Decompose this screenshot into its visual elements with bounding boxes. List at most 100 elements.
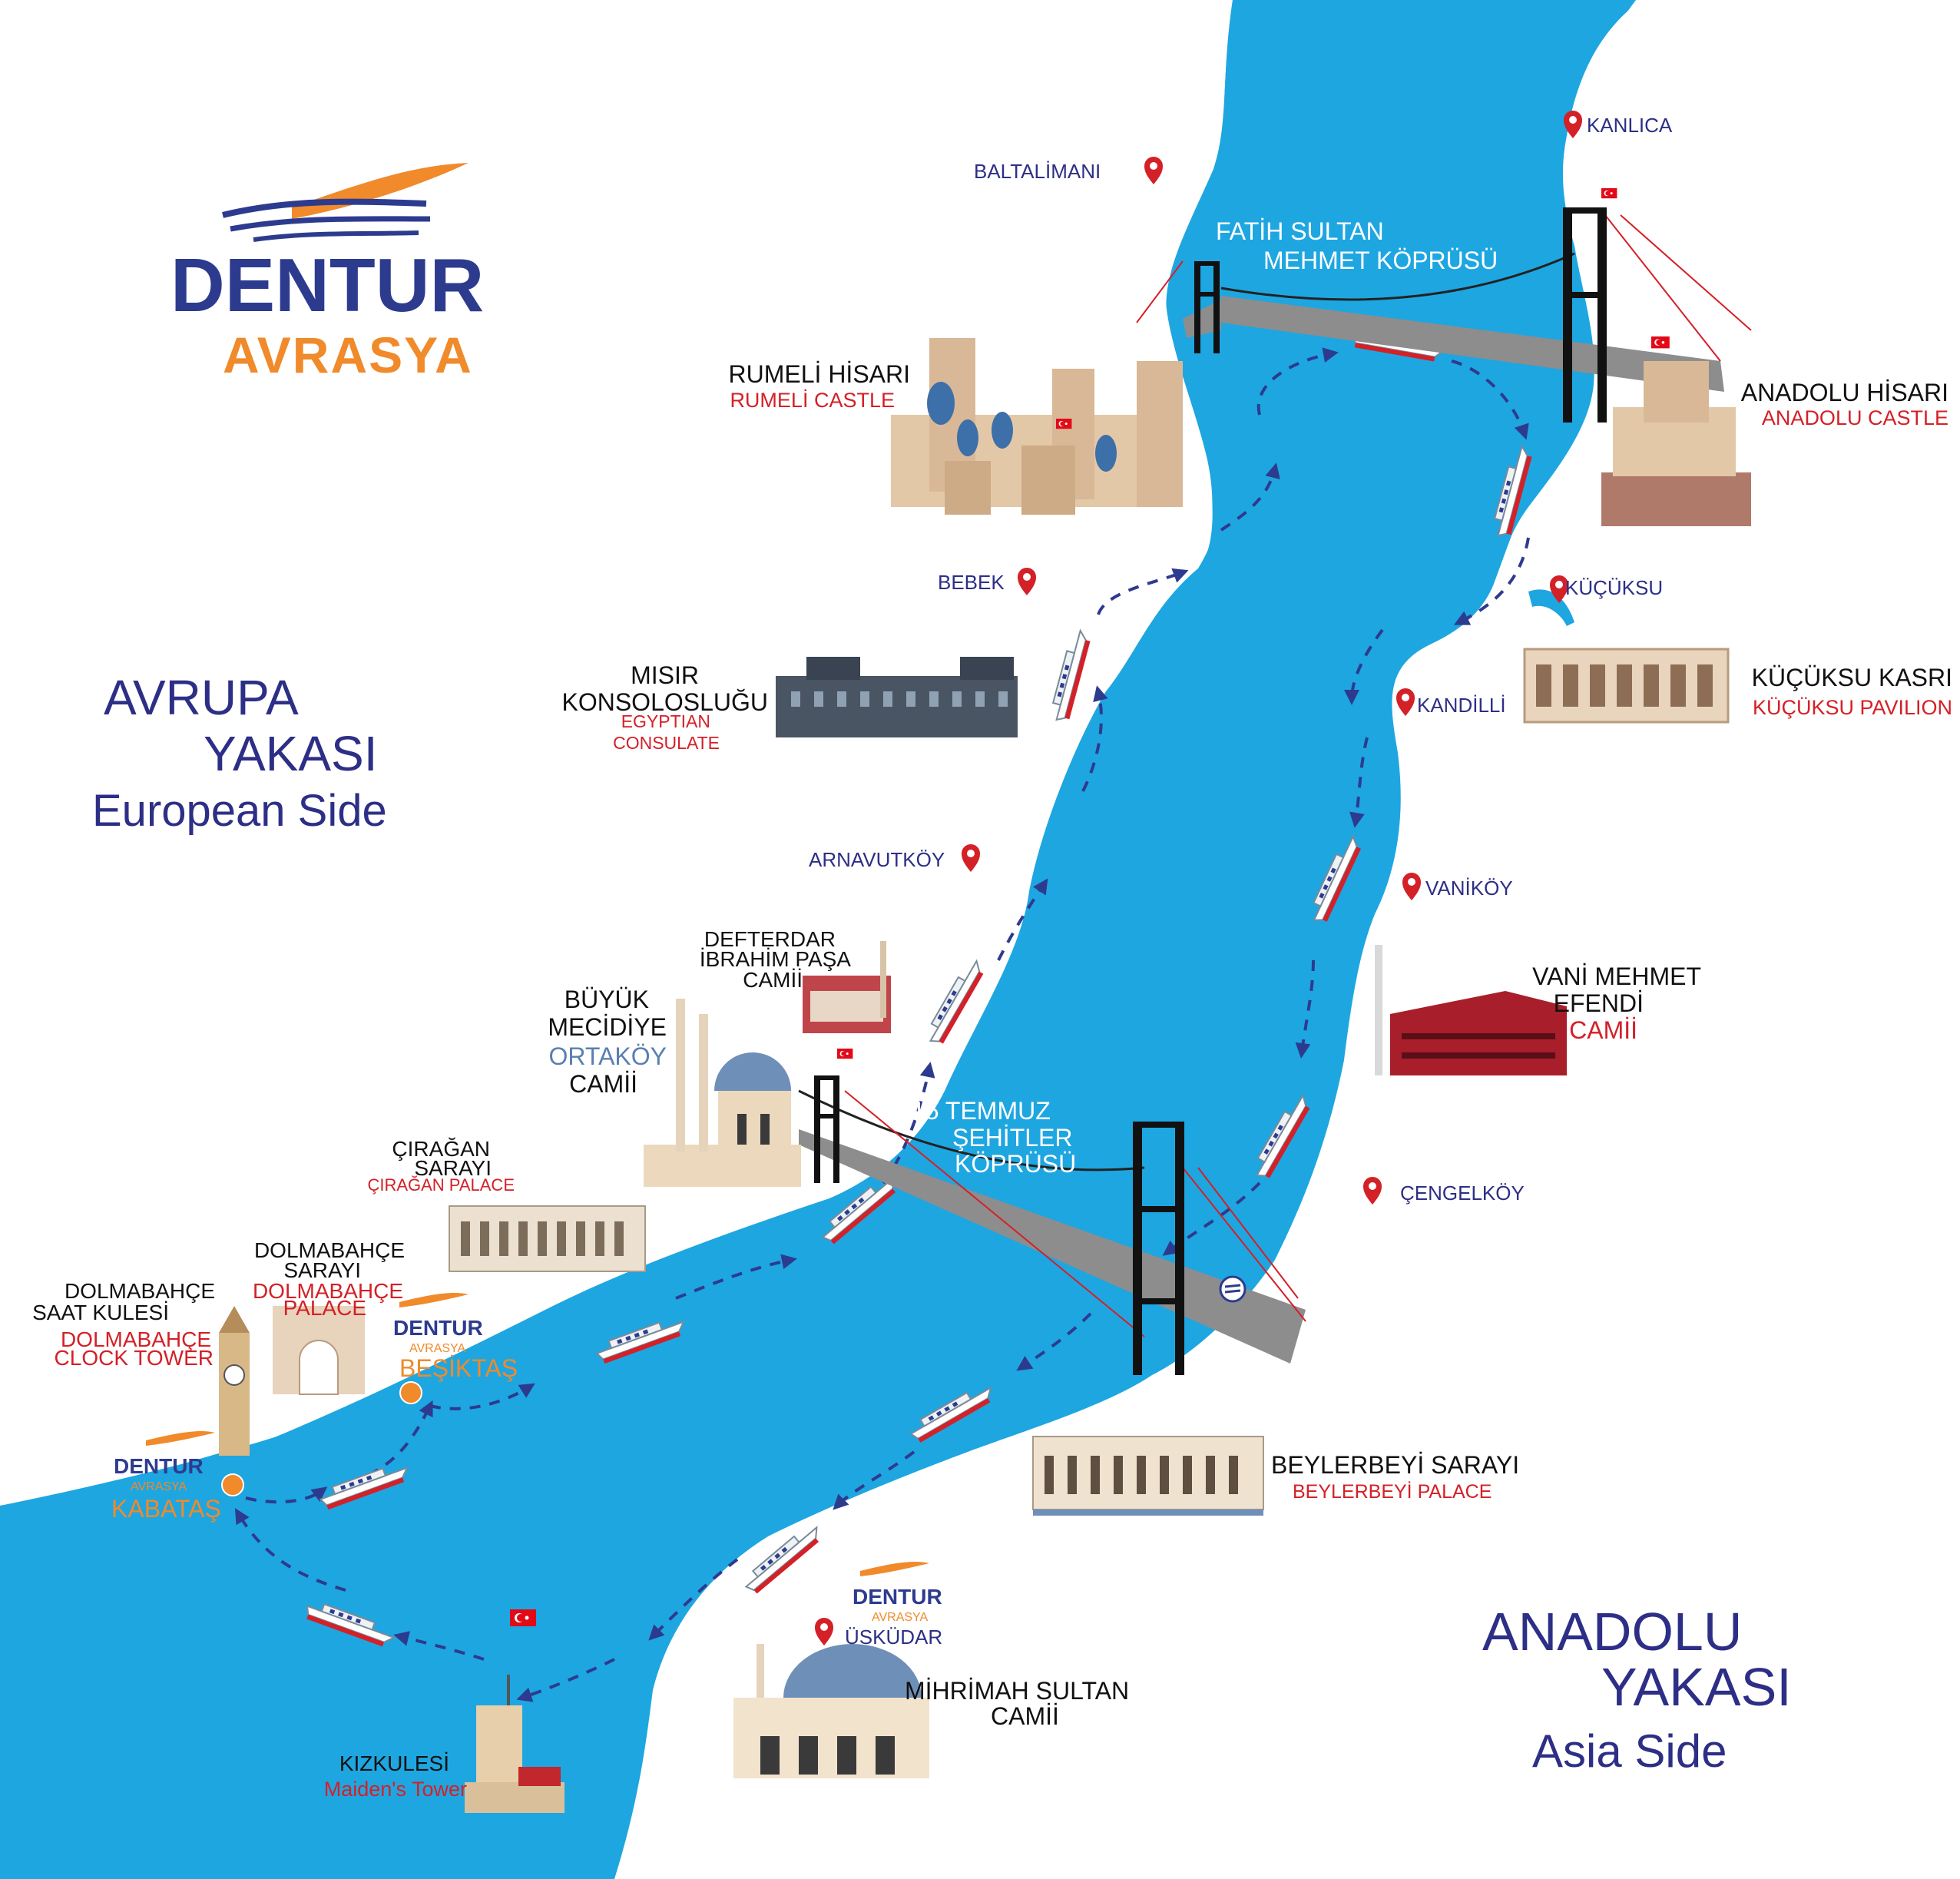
temmuz-line1: 15 TEMMUZ xyxy=(912,1097,1051,1125)
pier-marker-besiktas[interactable] xyxy=(399,1381,422,1404)
asia-line2: YAKASI xyxy=(1601,1657,1792,1717)
neighborhood-labels: BALTALİMANI KANLICA BEBEK KÜÇÜKSU KANDİL… xyxy=(809,114,1673,1205)
label-kucuksu: KÜÇÜKSU xyxy=(1565,576,1663,599)
saat-l2: SAAT KULESİ xyxy=(32,1301,169,1324)
kizkulesi-tr: KIZKULESİ xyxy=(339,1751,449,1775)
rumeli-castle-illustration xyxy=(891,338,1183,515)
vani-l1: VANİ MEHMET xyxy=(1532,963,1701,990)
europe-line2: YAKASI xyxy=(204,726,377,781)
pier-marker-icon xyxy=(221,1473,244,1496)
ciragan-label: ÇIRAĞAN SARAYI ÇIRAĞAN PALACE xyxy=(367,1137,515,1195)
rumeli-tr: RUMELİ HİSARI xyxy=(729,360,910,388)
kucuksu-kasri-label: KÜÇÜKSU KASRI KÜÇÜKSU PAVILION xyxy=(1752,664,1952,719)
vani-mosque-illustration xyxy=(1375,945,1567,1075)
rumeli-label: RUMELİ HİSARI RUMELİ CASTLE xyxy=(729,360,910,412)
dolmabahce-l1: DOLMABAHÇE xyxy=(254,1238,405,1262)
europe-english: European Side xyxy=(92,786,387,836)
vani-l2: EFENDİ xyxy=(1554,989,1644,1017)
maidens-tower-illustration xyxy=(465,1609,564,1813)
label-arnavutkoy: ARNAVUTKÖY xyxy=(809,848,945,871)
asia-side-title: ANADOLU YAKASI Asia Side xyxy=(1482,1602,1792,1777)
misir-l1: MISIR xyxy=(631,661,699,689)
turkish-flag-icon xyxy=(1601,188,1617,199)
turkish-flag-icon xyxy=(1651,336,1670,349)
ortakoy-mosque-illustration xyxy=(644,999,801,1187)
besiktas-sub: AVRASYA xyxy=(409,1342,466,1355)
logo-sub: AVRASYA xyxy=(223,326,473,383)
ciragan-palace-illustration xyxy=(449,1205,646,1272)
logo-brand: DENTUR xyxy=(171,243,484,327)
kucuksu-en: KÜÇÜKSU PAVILION xyxy=(1753,696,1952,719)
asia-english: Asia Side xyxy=(1532,1725,1727,1777)
misir-en1: EGYPTIAN xyxy=(621,711,710,731)
mihrimah-label: MİHRİMAH SULTAN CAMİİ xyxy=(905,1677,1129,1730)
anadolu-castle-illustration xyxy=(1601,336,1751,526)
ortakoy-l1: BÜYÜK xyxy=(564,986,649,1013)
uskudar-name: ÜSKÜDAR xyxy=(845,1625,942,1649)
european-side-title: AVRUPA YAKASI European Side xyxy=(92,670,387,836)
defterdar-l2: İBRAHİM PAŞA xyxy=(700,947,851,971)
label-kandilli: KANDİLLİ xyxy=(1417,694,1506,717)
pier-label-kabatas: DENTUR AVRASYA KABATAŞ xyxy=(111,1431,221,1523)
anadolu-label: ANADOLU HİSARI ANADOLU CASTLE xyxy=(1741,379,1948,429)
label-baltalimani: BALTALİMANI xyxy=(974,160,1101,183)
temmuz-bridge xyxy=(798,1049,1306,1375)
misir-en2: CONSULATE xyxy=(613,733,720,753)
kabatas-sub: AVRASYA xyxy=(131,1480,187,1493)
defterdar-l1: DEFTERDAR xyxy=(704,927,836,951)
defterdar-mosque-illustration xyxy=(803,941,891,1033)
clock-tower-label: DOLMABAHÇE SAAT KULESİ DOLMABAHÇE CLOCK … xyxy=(32,1279,215,1370)
vani-label: VANİ MEHMET EFENDİ CAMİİ xyxy=(1532,963,1701,1044)
clock-tower-illustration xyxy=(219,1306,250,1456)
dentur-logo: DENTUR AVRASYA xyxy=(171,163,484,383)
uskudar-sub: AVRASYA xyxy=(872,1611,929,1624)
ortakoy-label: BÜYÜK MECİDİYE ORTAKÖY CAMİİ xyxy=(548,986,667,1098)
rumeli-en: RUMELİ CASTLE xyxy=(730,388,895,412)
kucuksu-tr: KÜÇÜKSU KASRI xyxy=(1752,664,1952,691)
pier-marker-icon xyxy=(399,1381,422,1404)
ciragan-l2: SARAYI xyxy=(414,1156,492,1180)
fsm-bridge-label: FATİH SULTAN MEHMET KÖPRÜSÜ xyxy=(1216,217,1498,274)
asia-line1: ANADOLU xyxy=(1482,1602,1742,1662)
europe-line1: AVRUPA xyxy=(104,670,299,725)
beylerbeyi-tr: BEYLERBEYİ SARAYI xyxy=(1271,1451,1519,1479)
label-kanlica: KANLICA xyxy=(1587,114,1673,137)
ortakoy-l4: CAMİİ xyxy=(569,1070,637,1098)
defterdar-label: DEFTERDAR İBRAHİM PAŞA CAMİİ xyxy=(700,927,851,992)
saat-en1: DOLMABAHÇE xyxy=(61,1327,211,1351)
anadolu-en: ANADOLU CASTLE xyxy=(1762,406,1948,429)
logo-wave-icon xyxy=(222,163,468,242)
ortakoy-l2: MECİDİYE xyxy=(548,1013,667,1041)
temmuz-line3: KÖPRÜSÜ xyxy=(955,1150,1076,1178)
dolmabahce-palace-illustration xyxy=(273,1306,365,1395)
turkish-flag-icon xyxy=(837,1049,853,1059)
misir-l2: KONSOLOSLUĞU xyxy=(561,688,768,716)
ciragan-en: ÇIRAĞAN PALACE xyxy=(367,1175,515,1195)
misir-label: MISIR KONSOLOSLUĞU EGYPTIAN CONSULATE xyxy=(561,661,768,753)
fsm-line1: FATİH SULTAN xyxy=(1216,217,1384,245)
mihrimah-l1: MİHRİMAH SULTAN xyxy=(905,1677,1129,1705)
egyptian-consulate-illustration xyxy=(776,657,1018,737)
turkish-flag-icon xyxy=(1056,419,1072,429)
mihrimah-l2: CAMİİ xyxy=(991,1702,1059,1730)
beylerbeyi-palace-illustration xyxy=(1032,1436,1264,1516)
besiktas-name: BEŞİKTAŞ xyxy=(399,1354,518,1382)
bridge-logo-icon xyxy=(1219,1275,1247,1303)
vani-l3: CAMİİ xyxy=(1569,1016,1637,1044)
label-cengelkoy: ÇENGELKÖY xyxy=(1400,1181,1525,1205)
saat-en2: CLOCK TOWER xyxy=(55,1346,214,1370)
kucuksu-pavilion-illustration xyxy=(1523,648,1730,724)
dolmabahce-l2: SARAYI xyxy=(283,1258,361,1282)
pier-marker-kabatas[interactable] xyxy=(221,1473,244,1496)
dolmabahce-en2: PALACE xyxy=(283,1296,366,1320)
fsm-bridge xyxy=(1136,188,1752,423)
label-bebek: BEBEK xyxy=(938,571,1005,594)
pier-label-uskudar: DENTUR AVRASYA ÜSKÜDAR xyxy=(845,1562,942,1649)
mihrimah-mosque-illustration xyxy=(733,1644,929,1778)
pier-label-besiktas: DENTUR AVRASYA BEŞİKTAŞ xyxy=(393,1293,518,1382)
kizkulesi-en: Maiden's Tower xyxy=(324,1778,467,1801)
fsm-line2: MEHMET KÖPRÜSÜ xyxy=(1263,247,1498,274)
beylerbeyi-en: BEYLERBEYİ PALACE xyxy=(1293,1480,1492,1503)
temmuz-line2: ŞEHİTLER xyxy=(952,1124,1072,1152)
ciragan-l1: ÇIRAĞAN xyxy=(392,1137,490,1161)
